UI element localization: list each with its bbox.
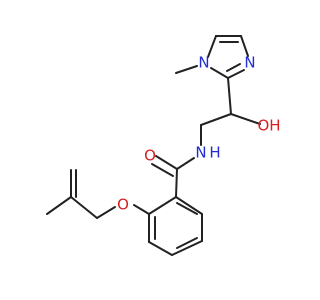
bond-carbonyl-c-o xyxy=(155,155,178,170)
nitrogen-label-ring: N xyxy=(244,54,255,72)
bond-carbonyl-c-o-double xyxy=(151,163,174,177)
amide-hydrogen-label: H xyxy=(209,144,220,162)
bond-carbonyl-c-aryl xyxy=(175,168,178,198)
bond-n1-c5 xyxy=(207,35,217,58)
bond-aryl-1-2 xyxy=(148,196,177,215)
bonds xyxy=(46,35,261,256)
chemical-structure-diagram: N N OH N H O O xyxy=(46,35,281,256)
atom-labels: N N OH N H O O xyxy=(117,54,280,214)
bond-aryl-3-4 xyxy=(148,241,173,256)
carbonyl-oxygen-label: O xyxy=(144,147,156,165)
bond-aryl-4-5 xyxy=(171,240,203,256)
bond-n3-c2 xyxy=(227,69,245,79)
bond-nh-carbonyl-c xyxy=(176,157,195,170)
nitrogen-label-methylated: N xyxy=(198,54,209,72)
bond-c2-choh xyxy=(227,77,232,115)
bond-ether-o-ch2 xyxy=(96,206,116,219)
bond-aryl-6-1 xyxy=(175,196,203,215)
bond-choh-ch2 xyxy=(200,113,232,126)
bond-n3-c2-double xyxy=(226,63,241,72)
bond-c2-n1 xyxy=(210,67,229,79)
bond-ch2-alkene-c xyxy=(70,196,98,219)
molecule-canvas: N N OH N H O O xyxy=(46,35,281,256)
ether-oxygen-label: O xyxy=(117,196,129,214)
bond-aryl-ether-o xyxy=(133,204,150,215)
bond-aryl-inner-2 xyxy=(176,237,198,249)
amide-nitrogen-label: N xyxy=(195,144,206,162)
hydroxyl-label: OH xyxy=(257,117,280,135)
bond-aryl-inner-3 xyxy=(176,202,198,215)
bond-methyl-n1 xyxy=(175,65,198,74)
bond-c4-n3 xyxy=(240,35,249,57)
bond-choh-oh xyxy=(230,113,261,125)
bond-alkene-c-methyl xyxy=(46,196,72,215)
